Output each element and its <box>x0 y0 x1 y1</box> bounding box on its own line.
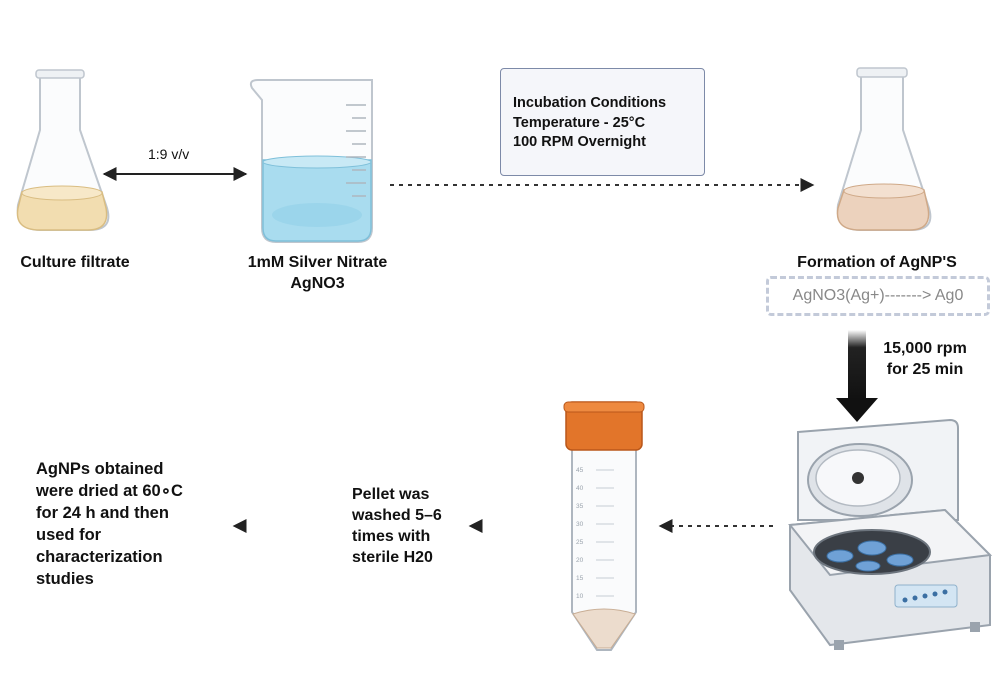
incubation-temperature: Temperature - 25°C <box>513 114 646 131</box>
tube-mark: 30 <box>576 521 584 528</box>
incubation-conditions-box: Incubation Conditions Temperature - 25°C… <box>500 68 705 176</box>
final-line: used for <box>36 526 102 544</box>
incubation-title: Incubation Conditions <box>513 95 667 111</box>
centrifuge-speed: 15,000 rpm <box>883 340 967 357</box>
pellet-line: Pellet was <box>352 486 430 503</box>
tube-mark: 20 <box>576 557 584 564</box>
pellet-wash-label: Pellet was washed 5–6 times with sterile… <box>352 484 482 568</box>
tube-mark: 25 <box>576 539 584 546</box>
final-step-label: AgNPs obtained were dried at 60∘C for 24… <box>36 458 226 590</box>
centrifuge <box>788 418 993 650</box>
final-line: studies <box>36 570 94 588</box>
silver-nitrate-beaker <box>249 79 373 243</box>
tube-mark: 10 <box>576 593 584 600</box>
silver-nitrate-line1: 1mM Silver Nitrate <box>247 254 388 271</box>
incubation-rpm: 100 RPM Overnight <box>513 134 646 150</box>
tube-mark: 35 <box>576 503 584 510</box>
ratio-label: 1:9 v/v <box>148 146 190 162</box>
culture-filtrate-label: Culture filtrate <box>20 254 130 271</box>
pellet-line: sterile H20 <box>352 549 433 566</box>
falcon-tube: 45 40 35 30 25 20 15 10 <box>563 401 645 651</box>
silver-nitrate-label: 1mM Silver Nitrate AgNO3 <box>215 252 420 294</box>
pellet-line: washed 5–6 <box>352 507 442 524</box>
formation-label: Formation of AgNP'S <box>797 254 957 271</box>
centrifuge-time: for 25 min <box>886 361 964 378</box>
culture-flask <box>16 69 110 231</box>
silver-nitrate-line2: AgNO3 <box>290 275 345 292</box>
final-line: were dried at 60∘C <box>36 482 183 500</box>
centrifuge-label: 15,000 rpm for 25 min <box>870 338 980 380</box>
tube-mark: 40 <box>576 485 584 492</box>
tube-mark: 45 <box>576 467 584 474</box>
final-line: for 24 h and then <box>36 504 169 522</box>
agnp-flask <box>836 67 932 231</box>
final-line: AgNPs obtained <box>36 460 164 478</box>
final-line: characterization <box>36 548 163 566</box>
tube-mark: 15 <box>576 575 584 582</box>
centrifuge-arrow <box>836 330 878 422</box>
pellet-line: times with <box>352 528 431 545</box>
reaction-equation: AgNO3(Ag+)-------> Ag0 <box>766 276 990 316</box>
